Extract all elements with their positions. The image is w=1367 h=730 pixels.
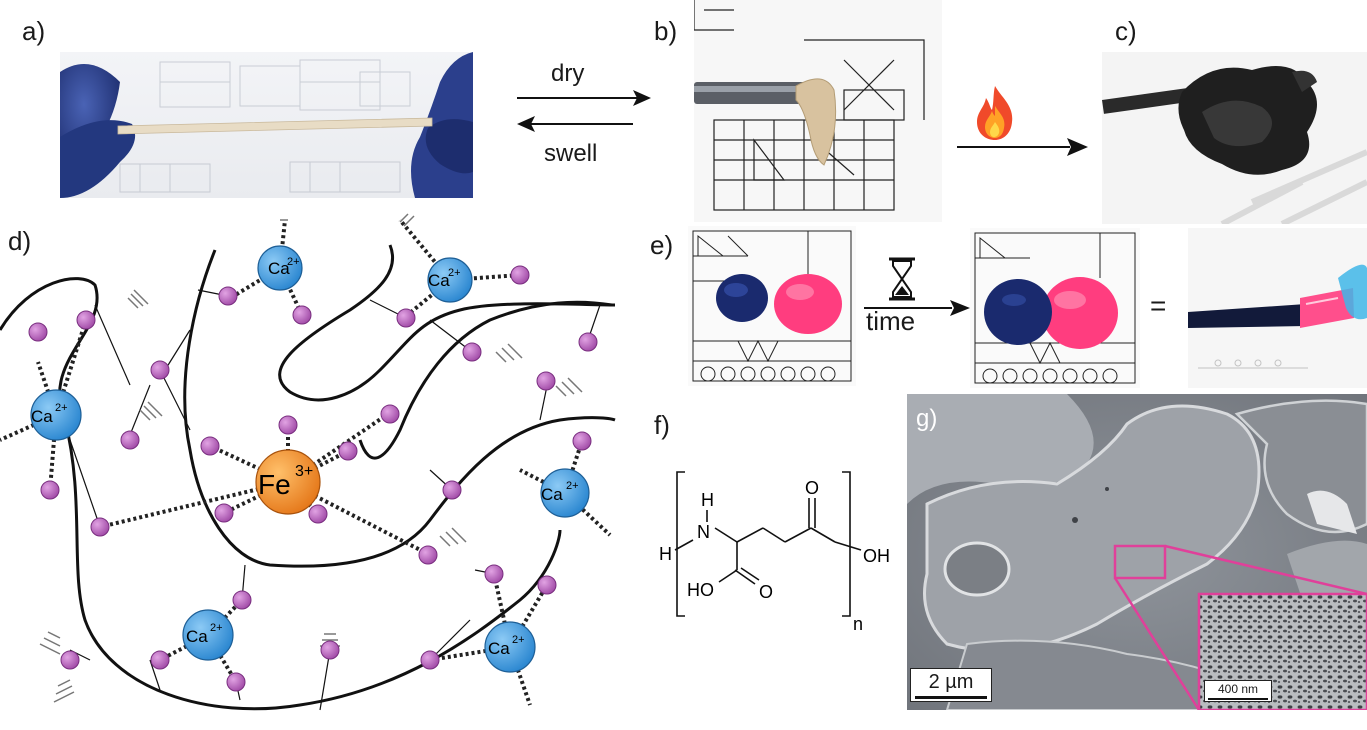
ca-ion: Ca 2+ — [257, 245, 303, 291]
svg-text:2+: 2+ — [566, 480, 579, 492]
time-arrow — [864, 300, 970, 316]
carboxyl-o: O — [759, 582, 773, 602]
flame-icon — [977, 86, 1013, 140]
fe-ion: Fe 3+ — [255, 449, 321, 515]
scale-bar-main: 2 µm — [910, 668, 992, 702]
chemical-structure: H N H O OH HO O n — [659, 471, 890, 634]
network-schematic: Ca 2+ Ca 2+ Ca 2+ Ca 2+ Ca 2+ Ca 2+ Fe 3… — [0, 213, 616, 711]
polymer-chains — [0, 244, 616, 711]
svg-text:2+: 2+ — [55, 402, 68, 414]
svg-text:Ca: Ca — [31, 407, 53, 426]
panel-label-d: d) — [8, 226, 32, 256]
h-terminal: H — [659, 544, 672, 564]
amide-h: H — [701, 490, 714, 510]
swell-label: swell — [544, 140, 598, 167]
stretched-healed-gel-photo — [1188, 228, 1367, 388]
ca-ion: Ca 2+ — [182, 609, 234, 661]
panel-label-e: e) — [650, 230, 674, 260]
svg-text:Ca: Ca — [488, 639, 510, 658]
svg-text:Ca: Ca — [541, 485, 563, 504]
ca-ion: Ca 2+ — [540, 468, 590, 518]
burnt-gel-photo — [1102, 52, 1367, 224]
zoom-box — [1113, 544, 1167, 580]
svg-text:2+: 2+ — [448, 267, 461, 279]
svg-text:2+: 2+ — [512, 634, 525, 646]
carboxyl-ho: HO — [687, 580, 714, 600]
carbonyl-o: O — [805, 478, 819, 498]
ca-ion: Ca 2+ — [427, 257, 473, 303]
dry-swell-arrows — [517, 90, 651, 132]
panel-label-c: c) — [1115, 16, 1137, 46]
time-label: time — [866, 306, 916, 336]
ca-ion: Ca 2+ — [30, 389, 82, 441]
svg-text:3+: 3+ — [295, 463, 313, 480]
panel-label-g: g) — [916, 405, 938, 432]
svg-text:Fe: Fe — [258, 469, 291, 500]
svg-text:2+: 2+ — [287, 256, 300, 268]
carboxylate-beads — [28, 265, 598, 692]
hashed-bonds — [39, 213, 583, 703]
svg-text:Ca: Ca — [186, 627, 208, 646]
panel-label-f: f) — [654, 410, 670, 440]
amide-n: N — [697, 522, 710, 542]
separate-gels-photo — [688, 226, 856, 386]
terminal-oh: OH — [863, 546, 890, 566]
scale-bar-inset: 400 nm — [1204, 680, 1272, 702]
svg-text:2+: 2+ — [210, 622, 223, 634]
svg-text:Ca: Ca — [268, 259, 290, 278]
healed-gels-photo — [970, 228, 1140, 388]
burn-arrow — [957, 138, 1088, 156]
repeat-unit-n: n — [853, 614, 863, 634]
dry-label: dry — [551, 60, 585, 87]
dried-gel-photo — [694, 0, 942, 222]
panel-label-b: b) — [654, 16, 678, 46]
sem-image — [907, 394, 1367, 710]
svg-text:Ca: Ca — [428, 271, 450, 290]
panel-label-a: a) — [22, 16, 46, 46]
ca-ion: Ca 2+ — [484, 621, 536, 673]
equals-sign: = — [1150, 290, 1167, 321]
hourglass-icon — [889, 257, 915, 301]
stretched-gel-photo — [60, 52, 473, 198]
